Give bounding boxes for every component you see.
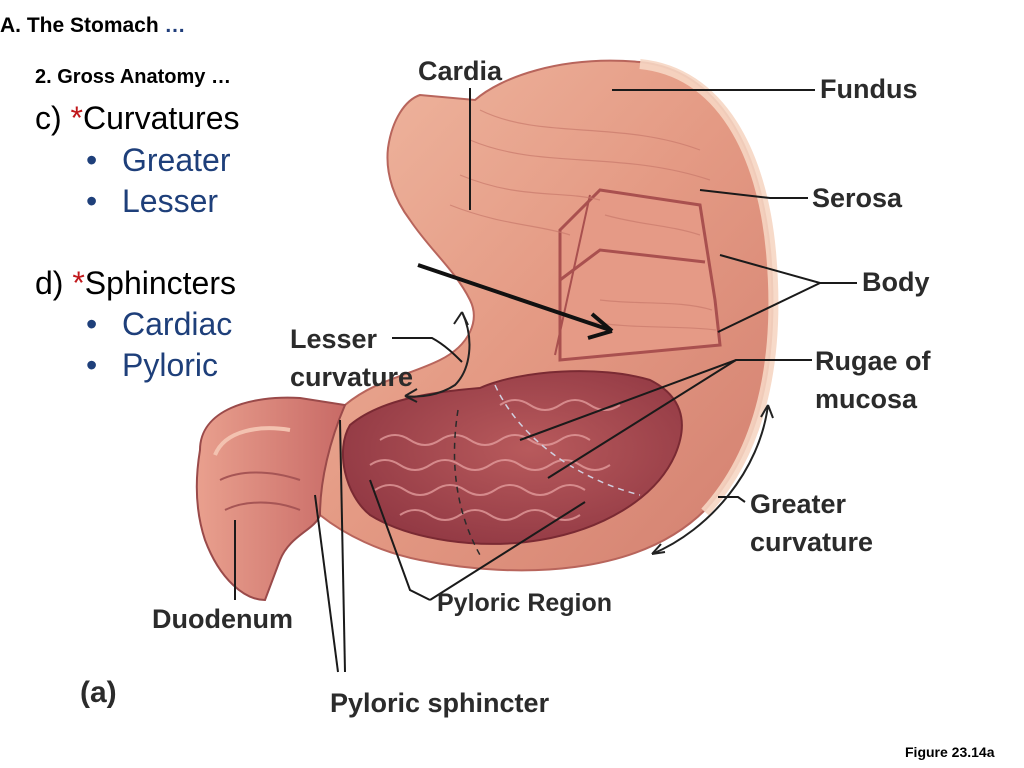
subsection-title: 2. Gross Anatomy … [35,66,231,88]
bullet-text: Cardiac [122,306,233,342]
label-pyloric-sphincter: Pyloric sphincter [330,688,550,718]
bullet-cardiac: •Cardiac [86,306,233,342]
outline-title: Sphincters [84,265,236,301]
label-pyloric-region: Pyloric Region [437,589,613,617]
label-rugae: Rugae of mucosa [815,342,931,418]
bullet-lesser: •Lesser [86,183,219,219]
key-star: * [72,265,85,301]
bullet-text: Greater [122,142,231,178]
outline-sphincters: d) *Sphincters [35,265,236,302]
outline-title: Curvatures [83,100,240,136]
label-duodenum: Duodenum [152,604,293,634]
mucosa-interior [342,370,683,545]
label-line: curvature [290,362,414,392]
section-title-text: A. The Stomach [0,14,159,37]
label-body: Body [862,267,930,297]
pointer-arrow [417,263,611,332]
serosa-edge [639,59,779,516]
label-line: curvature [750,527,874,557]
greater-curvature-arrow [651,404,769,555]
muscle-layer-cut [558,188,722,362]
outline-prefix: d) [35,265,73,301]
outline-prefix: c) [35,100,71,136]
section-title: A. The Stomach … [0,14,186,38]
section-ellipsis: … [164,14,186,37]
bullet-text: Lesser [122,183,219,219]
key-star: * [70,100,83,136]
bullet-greater: •Greater [86,142,231,178]
label-greater-curvature: Greater curvature [750,485,873,561]
duodenum [195,396,347,602]
lesser-curvature-arrow [404,311,471,398]
label-line: Greater [750,489,847,519]
label-serosa: Serosa [812,183,903,213]
label-line: Rugae of [815,346,931,376]
label-line: Lesser [290,324,378,354]
outline-curvatures: c) *Curvatures [35,100,240,137]
panel-label: (a) [80,676,117,709]
bullet-text: Pyloric [122,347,219,383]
label-fundus: Fundus [820,74,918,104]
label-cardia: Cardia [418,56,503,86]
label-line: mucosa [815,384,918,414]
label-lesser-curvature: Lesser curvature [290,320,413,396]
bullet-pyloric: •Pyloric [86,347,219,383]
figure-caption: Figure 23.14a [905,744,995,760]
